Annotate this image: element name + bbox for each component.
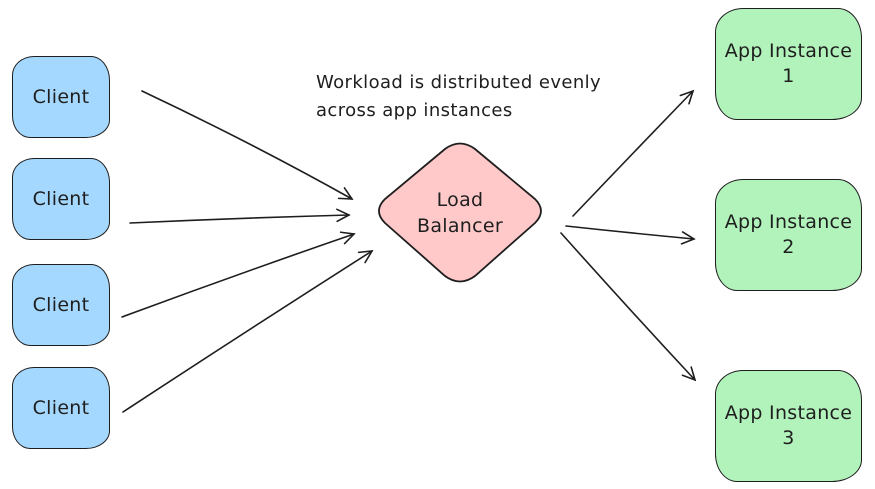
app-instance-2-name: App Instance xyxy=(724,211,853,234)
load-balancer-label: Load Balancer xyxy=(388,188,532,239)
app-instance-1-name: App Instance xyxy=(724,40,853,63)
load-balancer-label-line-2: Balancer xyxy=(417,214,503,237)
load-balancer-shape xyxy=(378,142,542,283)
client-node-2: Client xyxy=(12,158,110,240)
arrow-client-3-to-load-balancer xyxy=(121,231,356,318)
arrow-load-balancer-to-app-instance-3 xyxy=(560,232,697,382)
app-instance-2-number: 2 xyxy=(782,236,795,258)
client-node-4: Client xyxy=(12,367,110,449)
arrow-client-1-to-load-balancer xyxy=(141,90,354,200)
app-instance-node-3: App Instance 3 xyxy=(715,370,862,482)
arrow-client-2-to-load-balancer xyxy=(129,208,351,224)
app-instance-3-name: App Instance xyxy=(724,402,853,425)
load-balancer-label-line-1: Load xyxy=(436,189,484,211)
client-node-4-label: Client xyxy=(32,396,90,419)
annotation-line-2: across app instances xyxy=(316,100,513,121)
app-instance-node-2: App Instance 2 xyxy=(715,179,862,291)
annotation-text: Workload is distributed evenly across ap… xyxy=(316,69,616,125)
client-node-2-label: Client xyxy=(32,187,90,210)
app-instance-1-number: 1 xyxy=(782,65,795,87)
arrow-load-balancer-to-app-instance-2 xyxy=(565,225,696,245)
app-instance-node-1: App Instance 1 xyxy=(715,8,862,120)
arrow-client-4-to-load-balancer xyxy=(122,250,374,413)
app-instance-3-number: 3 xyxy=(782,427,795,449)
client-node-3: Client xyxy=(12,264,110,346)
client-node-1-label: Client xyxy=(32,85,90,108)
client-node-1: Client xyxy=(12,56,110,138)
client-node-3-label: Client xyxy=(32,293,90,316)
annotation-line-1: Workload is distributed evenly xyxy=(316,72,602,93)
arrow-load-balancer-to-app-instance-1 xyxy=(572,89,695,217)
